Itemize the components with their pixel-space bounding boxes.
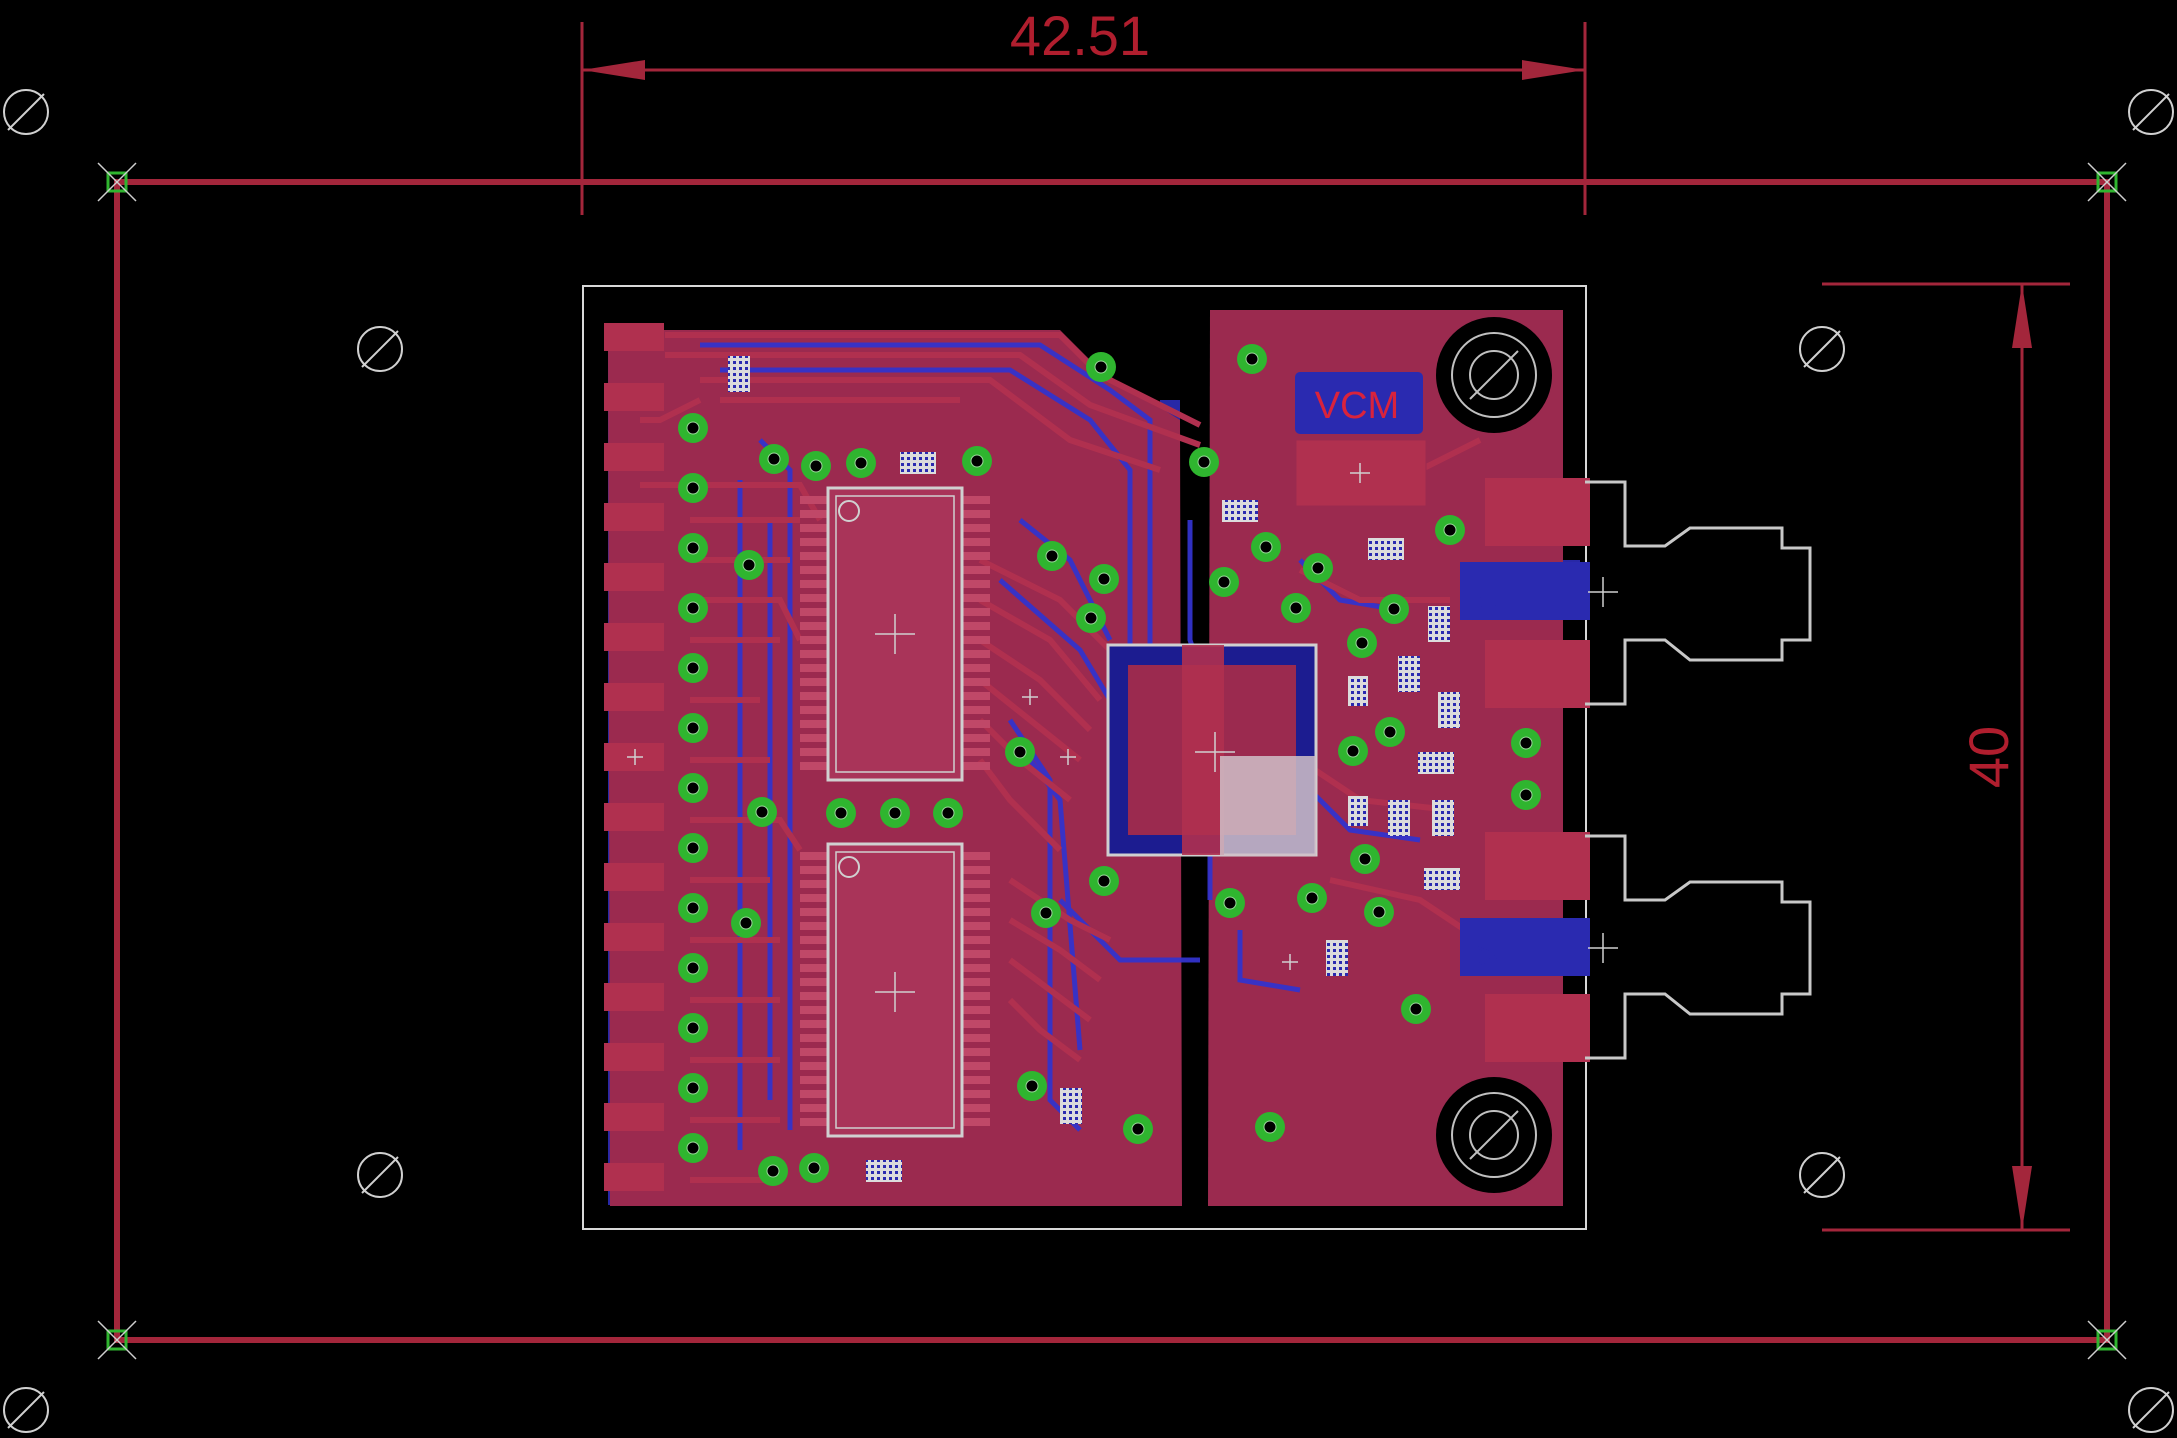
connector-pad xyxy=(604,383,664,411)
top-layer-traces xyxy=(640,332,1482,1183)
sma-connector-b[interactable] xyxy=(1460,478,1812,708)
connector-pad xyxy=(604,563,664,591)
dimension-width-label: 42.51 xyxy=(1010,4,1150,67)
smd-component xyxy=(900,452,936,474)
smd-component xyxy=(1060,1088,1082,1124)
smd-component xyxy=(1428,606,1450,642)
pcb-outline xyxy=(582,285,1587,1230)
vias xyxy=(678,344,1541,1186)
smd-component xyxy=(1398,656,1420,692)
chip-u1[interactable] xyxy=(800,486,990,782)
vcm-label: VCM xyxy=(1315,385,1399,427)
smd-passives xyxy=(728,356,1460,1182)
dimension-width xyxy=(580,22,1587,215)
mounting-hole-top xyxy=(1436,317,1552,433)
smd-component xyxy=(1348,796,1368,826)
smd-component xyxy=(1424,868,1460,890)
dimension-height-label: 40 xyxy=(1957,726,2020,788)
smd-component xyxy=(1222,500,1258,522)
top-copper-pour-right xyxy=(1208,310,1563,1206)
smd-component xyxy=(1438,692,1460,728)
connector-pad xyxy=(604,503,664,531)
panel-outline xyxy=(114,179,2110,1343)
connector-pad xyxy=(604,923,664,951)
dimension-height xyxy=(1822,282,2070,1232)
connector-pad xyxy=(604,323,664,351)
smd-component xyxy=(728,356,750,392)
connector-pad xyxy=(604,863,664,891)
connector-pad xyxy=(604,1103,664,1131)
smd-component xyxy=(1418,752,1454,774)
vcm-region xyxy=(1295,372,1427,507)
smd-component xyxy=(1432,800,1454,836)
mounting-hole-bottom xyxy=(1436,1077,1552,1193)
connector-pad xyxy=(604,1043,664,1071)
sma-connector-a[interactable] xyxy=(1460,832,1812,1062)
smd-component xyxy=(866,1160,902,1182)
connector-pad xyxy=(604,623,664,651)
chip-u2[interactable] xyxy=(800,842,990,1138)
smd-component xyxy=(1326,940,1348,976)
input-a-label: A xyxy=(1471,946,1504,966)
edge-connector xyxy=(604,323,664,1191)
corner-fiducials xyxy=(106,171,2118,1351)
connector-pad xyxy=(604,443,664,471)
smd-component xyxy=(1388,800,1410,836)
chip-qfn-adc[interactable] xyxy=(1106,643,1318,857)
input-b-label: B xyxy=(1471,592,1504,612)
connector-pad xyxy=(604,683,664,711)
smd-component xyxy=(1368,538,1404,560)
drill-markers xyxy=(3,89,2174,1433)
via-holes xyxy=(686,352,1533,1178)
connector-pad xyxy=(604,1163,664,1191)
smd-component xyxy=(1348,676,1368,706)
connector-pad xyxy=(604,803,664,831)
component-origin-marks xyxy=(627,689,1298,970)
corner-fiducial-crosses xyxy=(97,162,2127,1360)
connector-pad xyxy=(604,983,664,1011)
